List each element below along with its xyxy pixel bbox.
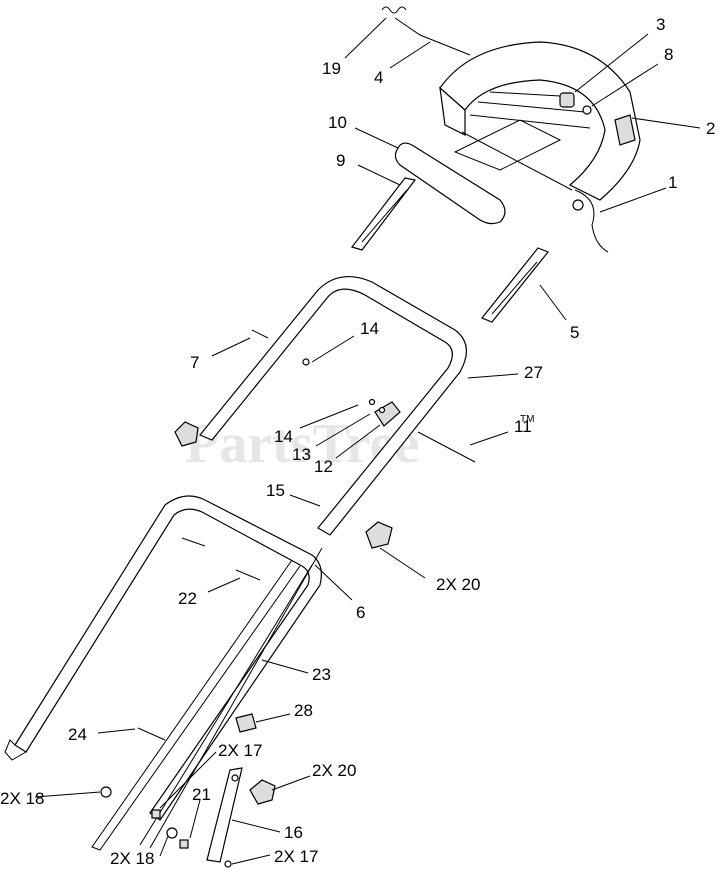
upper-handle-27 xyxy=(199,275,467,536)
leader-lines xyxy=(34,17,701,865)
callout-14-lower: 14 xyxy=(274,427,293,446)
part-3 xyxy=(559,92,575,108)
callout-3: 3 xyxy=(656,15,665,34)
part-28 xyxy=(235,713,257,733)
pin-part-11 xyxy=(417,431,476,463)
callout-2x18-bottom: 2X 18 xyxy=(110,849,154,868)
callout-2x18-left: 2X 18 xyxy=(0,789,44,808)
callout-labels: 19 4 3 8 2 10 9 1 5 7 14 27 14 13 12 11 … xyxy=(0,15,715,868)
rail-part-9 xyxy=(350,177,417,251)
callout-19: 19 xyxy=(322,59,341,78)
callout-2x17-upper: 2X 17 xyxy=(218,741,262,760)
callout-5: 5 xyxy=(570,323,579,342)
callout-11: 11 xyxy=(514,417,532,436)
callout-1: 1 xyxy=(668,173,677,192)
bracket-part-16 xyxy=(206,767,243,863)
bag-frame-assembly xyxy=(381,6,641,253)
callout-24: 24 xyxy=(68,725,87,744)
callout-2x17-lower: 2X 17 xyxy=(274,847,318,866)
lower-handle-23 xyxy=(14,495,322,821)
callout-22: 22 xyxy=(178,589,197,608)
spring-part-2 xyxy=(614,114,636,146)
knob-right xyxy=(365,521,393,549)
callout-2x20-lower: 2X 20 xyxy=(312,761,356,780)
callout-7: 7 xyxy=(190,353,199,372)
part-8 xyxy=(582,105,592,115)
callout-16: 16 xyxy=(284,823,303,842)
knob-upper-left xyxy=(174,421,199,447)
watermark-trademark: TM xyxy=(520,414,534,425)
plate-part-10 xyxy=(394,142,506,225)
callout-14-upper: 14 xyxy=(360,319,379,338)
spring-part-19 xyxy=(381,6,407,14)
callout-2x20-upper: 2X 20 xyxy=(436,575,480,594)
callout-21: 21 xyxy=(192,785,211,804)
callout-6: 6 xyxy=(356,603,365,622)
callout-4: 4 xyxy=(374,68,383,87)
callout-12: 12 xyxy=(314,457,333,476)
knob-lower xyxy=(249,779,276,805)
callout-27: 27 xyxy=(524,363,543,382)
rail-part-5 xyxy=(481,247,549,323)
callout-23: 23 xyxy=(312,665,331,684)
control-bracket xyxy=(374,401,401,427)
callout-13: 13 xyxy=(292,445,311,464)
callout-10: 10 xyxy=(328,113,347,132)
callout-28: 28 xyxy=(294,701,313,720)
callout-15: 15 xyxy=(266,481,285,500)
callout-2: 2 xyxy=(706,119,715,138)
callout-8: 8 xyxy=(664,45,673,64)
callout-9: 9 xyxy=(336,151,345,170)
